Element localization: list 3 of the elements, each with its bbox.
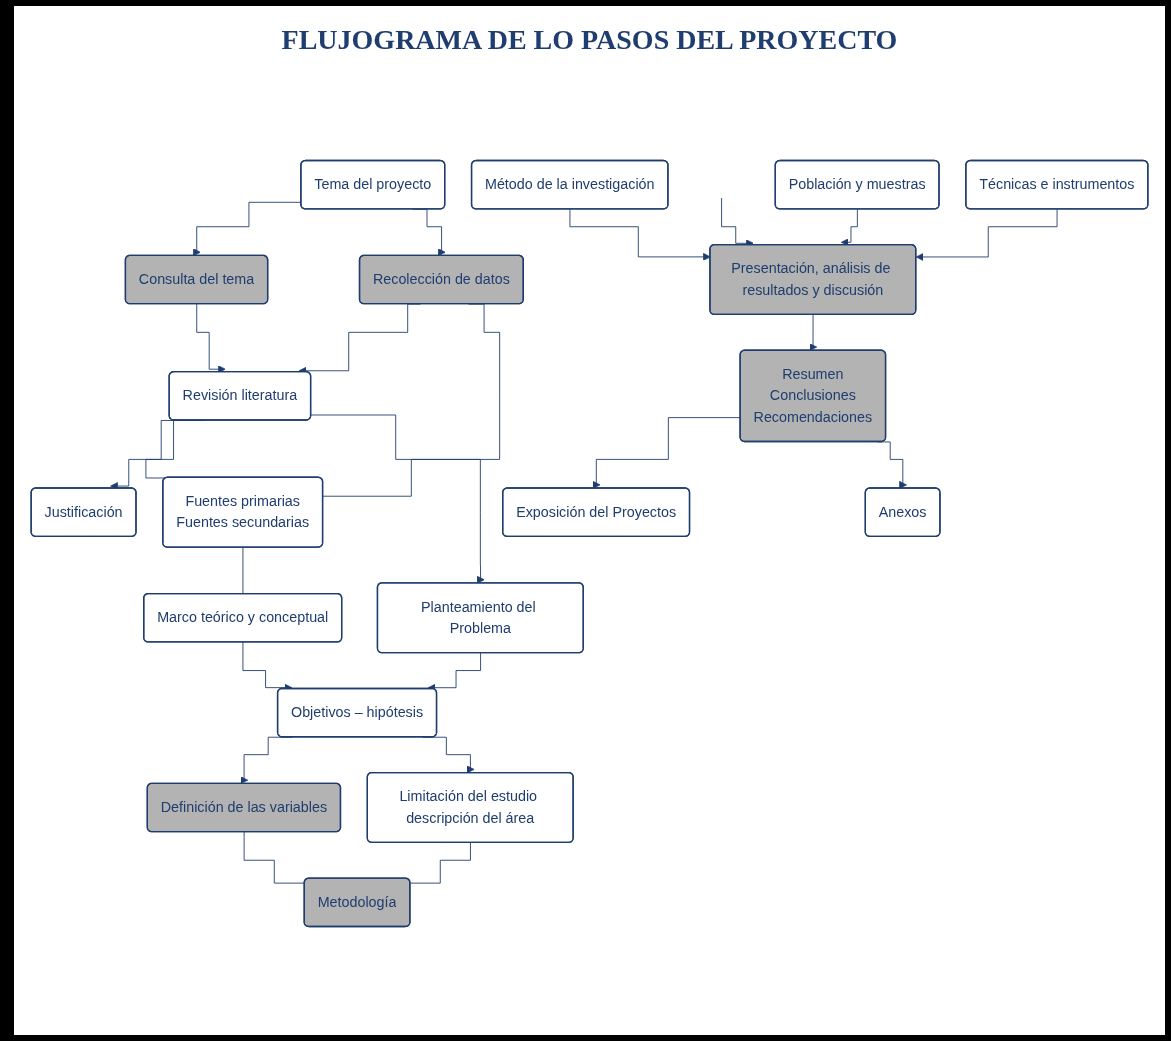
connector (242, 547, 244, 595)
diagram-title: FLUJOGRAMA DE LO PASOS DEL PROYECTO (281, 24, 898, 56)
connector (409, 842, 472, 884)
